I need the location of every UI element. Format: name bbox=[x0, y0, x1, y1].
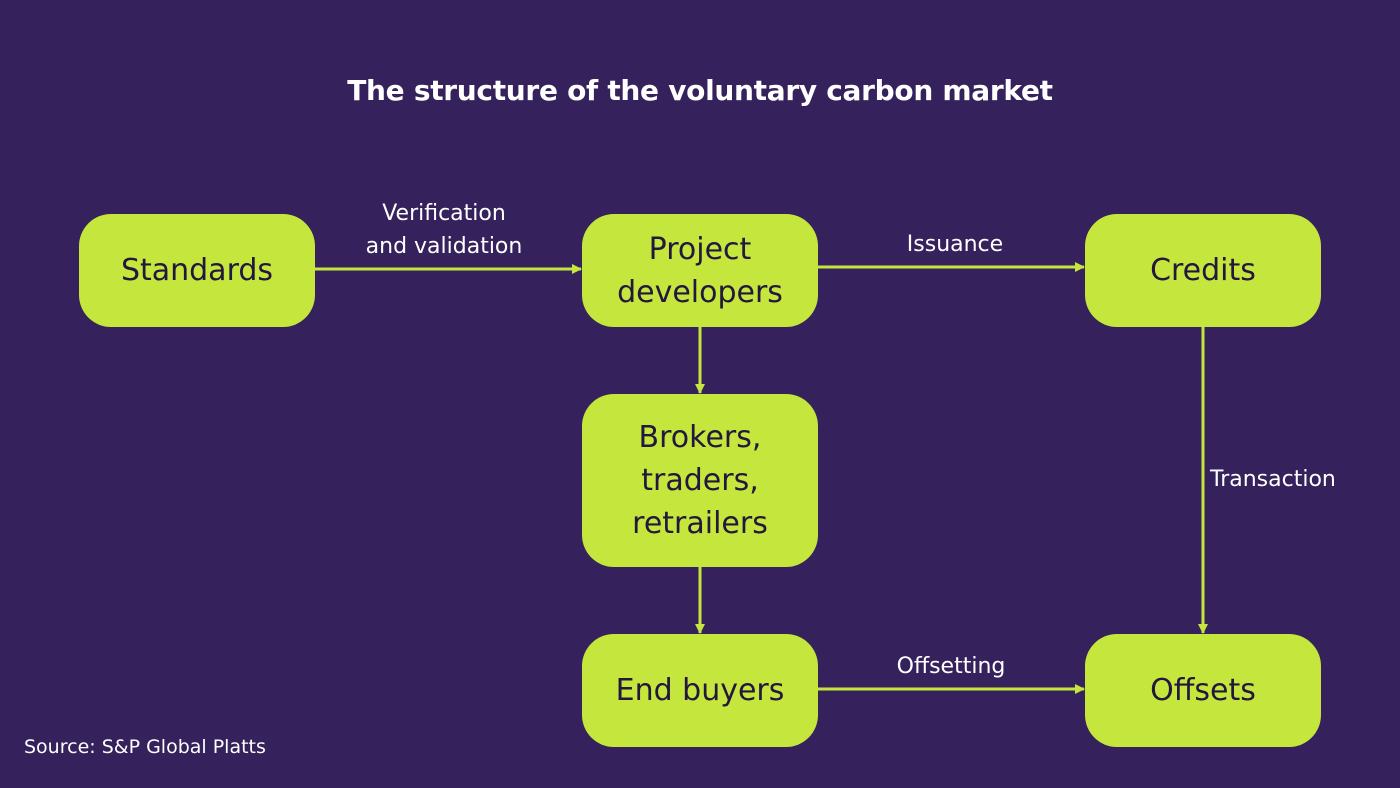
edge-label-issuance: Issuance bbox=[906, 232, 1004, 257]
node-standards: Standards bbox=[79, 214, 315, 327]
edge-label-transaction: Transaction bbox=[1210, 467, 1336, 492]
node-end-buyers: End buyers bbox=[582, 634, 818, 747]
source-note: Source: S&P Global Platts bbox=[24, 736, 266, 758]
node-brokers-traders-retrailers: Brokers, traders, retrailers bbox=[582, 394, 818, 567]
edge-label-verification: Verification and validation bbox=[365, 201, 523, 259]
node-project-developers: Project developers bbox=[582, 214, 818, 327]
edge-label-offsetting: Offsetting bbox=[896, 654, 1006, 679]
node-offsets: Offsets bbox=[1085, 634, 1321, 747]
node-credits: Credits bbox=[1085, 214, 1321, 327]
diagram-title: The structure of the voluntary carbon ma… bbox=[347, 74, 1053, 107]
